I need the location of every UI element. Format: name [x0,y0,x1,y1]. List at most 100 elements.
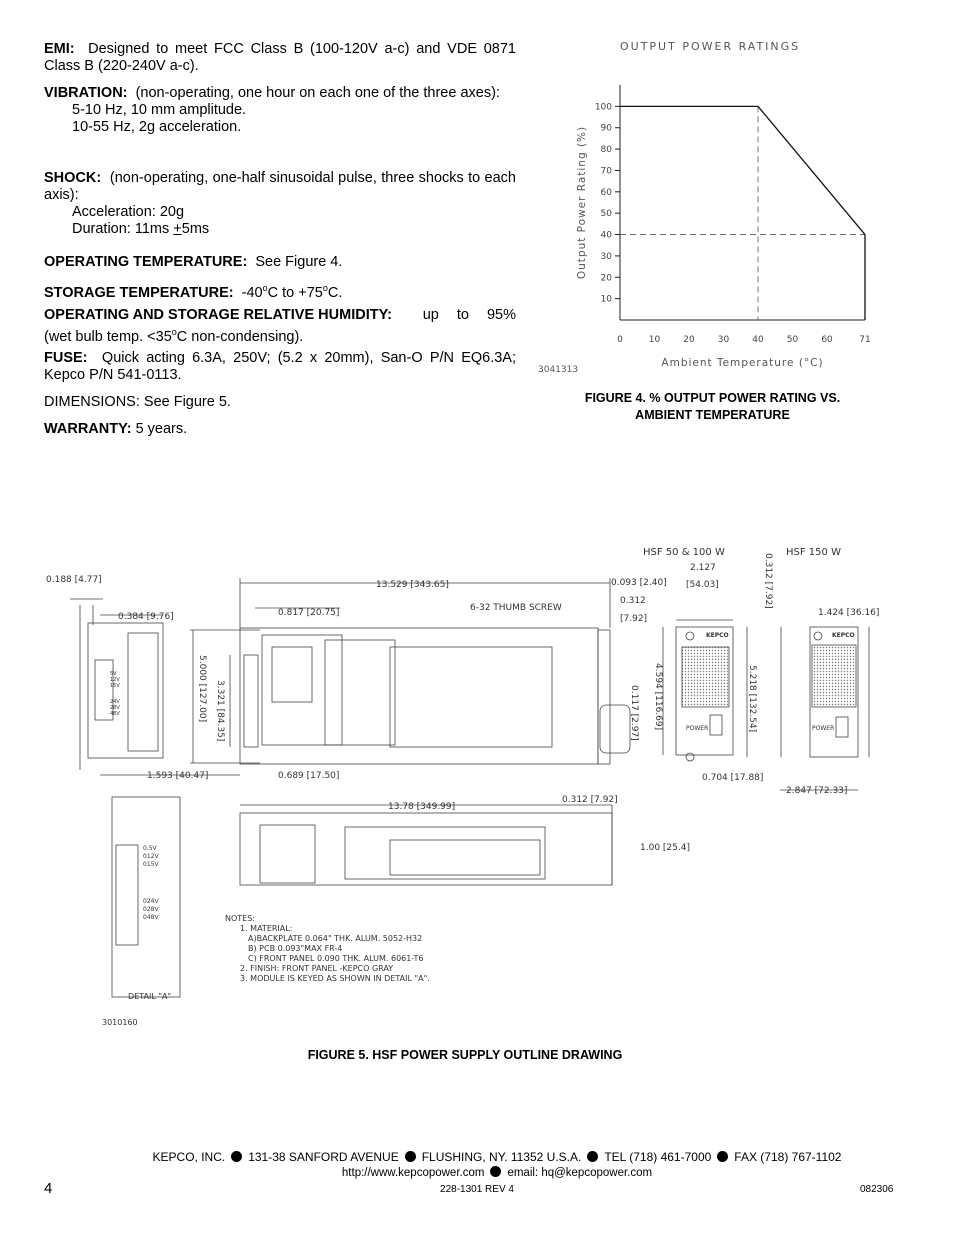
side-voltage-1: 5V [110,671,117,677]
dim-0093: 0.093 [2.40] [611,578,667,588]
warranty-text: 5 years. [135,421,188,437]
front-panel-edge [597,629,611,765]
derating-curve [620,105,866,235]
power-label: POWER [686,725,708,732]
doc-number: 228-1301 REV 4 [440,1184,514,1195]
humid-a: up to 95% [422,307,516,323]
degree-sup: o [262,283,268,293]
dim-5218: 5.218 [132.54] [747,665,757,732]
y-axis-label: Output Power Rating (%) [576,126,588,279]
figure4-caption: FIGURE 4. % OUTPUT POWER RATING VS. AMBI… [540,390,885,424]
note-1: 1. MATERIAL: [240,924,292,933]
dim-1378: 13.78 [349.99] [388,802,455,812]
output-power-chart: OUTPUT POWER RATINGS10203040506070809010… [538,40,871,375]
y-tick-label: 10 [601,295,613,305]
detail-a-panel [111,796,181,998]
shock-line1: Acceleration: 20g [72,204,185,220]
dim-0384: 0.384 [9.76] [118,612,174,622]
side-voltage-5: 28V [110,705,120,711]
front-panel-150 [809,626,859,758]
footer-web-line: http://www.kepcopower.com email: hq@kepco… [0,1166,954,1179]
shock-text: (non-operating, one-half sinusoidal puls… [44,170,516,203]
emi-text: Designed to meet FCC Class B (100-120V a… [44,41,517,74]
heatsink-block [324,639,396,746]
y-tick-label: 80 [601,145,613,155]
humid-b: (wet bulb temp. <35 [44,328,172,345]
dim-0689: 0.689 [17.50] [278,771,339,781]
dim-100: 1.00 [25.4] [640,843,690,853]
page-number: 4 [44,1180,53,1197]
detail-voltage-5: 028V [143,906,159,913]
y-tick-label: 100 [595,102,612,112]
detail-voltage-3: 015V [143,861,159,868]
figure4-caption-line1: FIGURE 4. % OUTPUT POWER RATING VS. [584,391,841,405]
vibration-text: (non-operating, one hour on each one of … [135,85,500,101]
footer-company: KEPCO, INC. [152,1150,226,1164]
optemp-text: See Figure 4. [255,254,343,270]
vent-grid-150 [811,644,857,708]
power-switch [709,714,723,736]
thumb-screw-label: 6-32 THUMB SCREW [470,603,562,613]
spec-storage-temperature: STORAGE TEMPERATURE: -40oC to +75oC. [44,280,516,302]
shock-duration-suffix: 5ms [181,221,210,237]
dim-2127a: 2.127 [690,563,716,573]
footer-fax: FAX (718) 767-1102 [734,1150,842,1164]
note-4: C) FRONT PANEL 0.090 THK. ALUM. 6061-T6 [248,954,424,963]
handle-plan [599,704,631,754]
bullet-icon [490,1166,502,1177]
footer-web-link[interactable]: http://www.kepcopower.com [341,1167,485,1179]
detail-voltage-4: 024V [143,898,159,905]
x-tick-label: 30 [718,335,730,345]
drawing-number-fig4: 3041313 [538,365,578,375]
side-view-panel [87,622,164,759]
drawing-notes: NOTES: 1. MATERIAL: A)BACKPLATE 0.064" T… [225,914,430,983]
x-axis-label: Ambient Temperature (°C) [661,357,823,369]
board-side [344,826,546,880]
detail-voltage-2: 012V [143,853,159,860]
dim-1424: 1.424 [36.16] [818,608,879,618]
spec-humidity: OPERATING AND STORAGE RELATIVE HUMIDITY:… [44,307,516,346]
dim-4594: 4.594 [116.69] [653,663,663,730]
humid-label: OPERATING AND STORAGE RELATIVE HUMIDITY: [44,307,393,323]
front-panel-50-100 [675,626,734,756]
side-voltage-2: 12V [110,677,120,683]
side-connector [94,659,114,721]
shock-duration-prefix: Duration: 11ms [72,221,174,237]
side-elevation [239,812,613,886]
y-tick-label: 20 [601,273,613,283]
y-tick-label: 40 [601,231,613,241]
vibration-label: VIBRATION: [44,85,128,101]
plus-minus: + [173,221,182,237]
note-3: B) PCB 0.093"MAX FR-4 [248,944,342,953]
outline-drawing: 0.188 [4.77] 0.384 [9.76] 1.593 [40.47] … [46,547,879,1027]
x-tick-label: 71 [859,335,870,345]
bullet-icon [587,1151,599,1162]
pcb-left [261,634,343,746]
edge-connector [243,654,259,748]
figure5-caption: FIGURE 5. HSF POWER SUPPLY OUTLINE DRAWI… [307,1048,623,1062]
spec-warranty: WARRANTY: 5 years. [44,421,516,438]
stemp-c: C. [327,284,343,301]
heatsink-side [259,824,316,884]
spec-fuse: FUSE: Quick acting 6.3A, 250V; (5.2 x 20… [44,350,516,384]
dim-0312b: [7.92] [620,614,647,624]
stemp-b: C to +75 [267,284,323,301]
footer-city: FLUSHING, NY. 11352 U.S.A. [421,1150,582,1164]
spec-operating-temperature: OPERATING TEMPERATURE: See Figure 4. [44,254,516,271]
side-voltage-4: 24V [110,699,120,705]
dim-0117: 0.117 [2.97] [629,685,639,741]
note-6: 3. MODULE IS KEYED AS SHOWN IN DETAIL "A… [240,974,430,983]
dim-2127b: [54.03] [686,580,719,590]
side-voltage-3: 15V [110,683,120,689]
transformer [271,646,313,703]
date-code: 082306 [860,1184,894,1195]
power-label-150: POWER [812,725,834,732]
vent-grid [681,646,730,708]
kepco-logo-150: KEPCO [832,632,855,639]
y-tick-label: 30 [601,252,613,262]
spec-dimensions: DIMENSIONS: See Figure 5. [44,394,231,410]
footer-email[interactable]: email: hq@kepcopower.com [507,1167,653,1179]
detail-a-label: DETAIL "A" [128,992,171,1001]
footer-address: 131-38 SANFORD AVENUE [248,1150,399,1164]
warranty-label: WARRANTY: [44,421,132,437]
